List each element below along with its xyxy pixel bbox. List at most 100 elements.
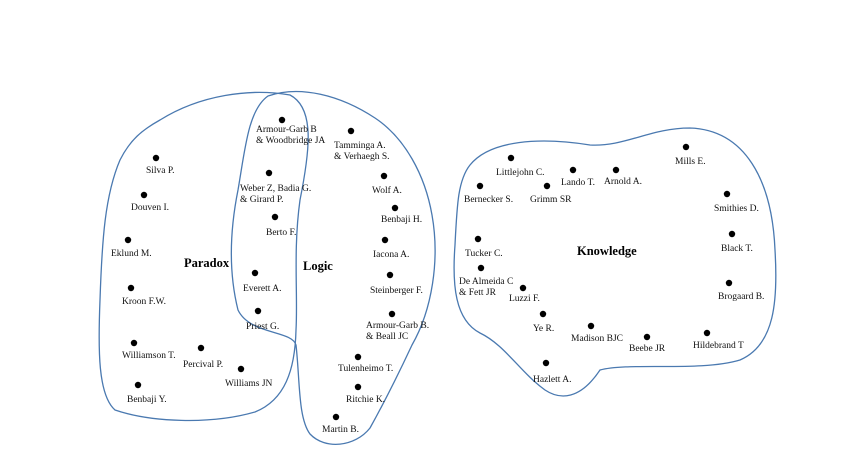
author-dot [643, 333, 651, 341]
author-label: Everett A. [243, 284, 282, 294]
author-label-line: Hazlett A. [533, 375, 572, 385]
author-label-line: Ye R. [533, 324, 554, 334]
author-label: Armour-Garb B& Woodbridge JA [256, 125, 325, 146]
author-node-hildebrand: Hildebrand T [693, 329, 744, 351]
author-node-madison: Madison BJC [571, 322, 623, 344]
author-node-douven: Douven I. [131, 191, 169, 213]
cluster-title-paradox: Paradox [184, 256, 230, 270]
author-dot [723, 190, 731, 198]
author-dot [386, 271, 394, 279]
author-label: Littlejohn C. [496, 168, 545, 178]
author-label-line: Eklund M. [111, 249, 152, 259]
author-label-line: & Woodbridge JA [256, 136, 325, 146]
author-dot [347, 127, 355, 135]
author-dot [682, 143, 690, 151]
author-label-line: & Fett JR [459, 288, 497, 298]
author-label-line: & Beall JC [366, 332, 408, 342]
author-node-tulenheimo: Tulenheimo T. [338, 353, 393, 374]
author-dot [474, 235, 482, 243]
author-label-line: Grimm SR [530, 195, 572, 205]
author-label: Silva P. [146, 166, 175, 176]
author-label: Williams JN [225, 379, 273, 389]
author-dot [124, 236, 132, 244]
author-node-de-almeida: De Almeida C& Fett JR [459, 264, 513, 298]
author-label: Lando T. [561, 178, 595, 188]
author-dot [391, 204, 399, 212]
author-label-line: Everett A. [243, 284, 282, 294]
author-label-line: De Almeida C [459, 277, 513, 287]
author-label: Grimm SR [530, 195, 572, 205]
author-label-line: Madison BJC [571, 334, 623, 344]
author-label-line: Mills E. [675, 157, 706, 167]
author-label-line: Littlejohn C. [496, 168, 545, 178]
author-node-williamson: Williamson T. [122, 339, 176, 361]
author-label: De Almeida C& Fett JR [459, 277, 513, 298]
author-label: Wolf A. [372, 185, 402, 196]
author-node-grimm: Grimm SR [530, 182, 572, 205]
author-label: Hazlett A. [533, 375, 572, 385]
author-node-lando: Lando T. [561, 166, 595, 188]
author-label-line: Armour-Garb B [256, 125, 317, 135]
author-label: Douven I. [131, 203, 169, 213]
author-label: Hildebrand T [693, 341, 744, 351]
author-node-benbaji-y: Benbaji Y. [127, 381, 167, 405]
author-label: Madison BJC [571, 334, 623, 344]
author-node-percival: Percival P. [183, 344, 223, 370]
author-label-line: Smithies D. [714, 204, 759, 214]
paradox-cluster-outline [98, 91, 309, 422]
author-node-martin: Martin B. [322, 413, 359, 435]
author-label-line: Hildebrand T [693, 341, 744, 351]
author-dot [543, 182, 551, 190]
author-dot [152, 154, 160, 162]
author-label: Tamminga A.& Verhaegh S. [334, 141, 390, 162]
author-node-steinberger: Steinberger F. [370, 271, 423, 296]
author-label: Steinberger F. [370, 286, 423, 296]
author-label-line: Douven I. [131, 203, 169, 213]
author-dot [477, 264, 485, 272]
author-label-line: Black T. [721, 244, 753, 254]
author-label-line: Luzzi F. [509, 294, 540, 304]
author-label: Priest G. [246, 322, 279, 332]
author-node-williams: Williams JN [225, 365, 273, 389]
author-dot [476, 182, 484, 190]
author-node-arnold: Arnold A. [604, 166, 642, 187]
author-dot [140, 191, 148, 199]
author-node-brogaard: Brogaard B. [718, 279, 764, 302]
author-label: Black T. [721, 244, 753, 254]
author-label-line: Tulenheimo T. [338, 364, 393, 374]
author-label-line: Williams JN [225, 379, 273, 389]
author-label-line: Percival P. [183, 360, 223, 370]
author-label-line: Arnold A. [604, 177, 642, 187]
author-node-bernecker: Bernecker S. [464, 182, 513, 205]
author-node-wolf: Wolf A. [372, 172, 402, 196]
author-dot [271, 213, 279, 221]
author-node-luzzi: Luzzi F. [509, 284, 540, 304]
author-dot [265, 169, 273, 177]
author-dot [251, 269, 259, 277]
author-node-priest: Priest G. [246, 307, 279, 332]
author-node-iacona: Iacona A. [373, 236, 409, 260]
logic-cluster-outline [230, 90, 436, 445]
author-label-line: Lando T. [561, 178, 595, 188]
author-label-line: Tamminga A. [334, 141, 386, 151]
author-dot [507, 154, 515, 162]
author-label-line: Berto F. [266, 228, 296, 238]
author-label-line: Ritchie K. [346, 395, 385, 405]
author-node-silva: Silva P. [146, 154, 175, 176]
author-dot [569, 166, 577, 174]
author-label: Beebe JR [629, 344, 666, 354]
author-label: Armour-Garb B.& Beall JC [366, 321, 429, 342]
author-dot [354, 383, 362, 391]
author-label-line: Wolf A. [372, 185, 402, 196]
author-label-line: Brogaard B. [718, 292, 764, 302]
author-dot [354, 353, 362, 361]
author-node-everett: Everett A. [243, 269, 282, 294]
author-label-line: Martin B. [322, 425, 359, 435]
author-node-black: Black T. [721, 230, 753, 254]
author-dot [728, 230, 736, 238]
author-label-line: Silva P. [146, 166, 175, 176]
author-label-line: Steinberger F. [370, 286, 423, 296]
author-label-line: Beebe JR [629, 344, 666, 354]
author-node-hazlett: Hazlett A. [533, 359, 572, 385]
